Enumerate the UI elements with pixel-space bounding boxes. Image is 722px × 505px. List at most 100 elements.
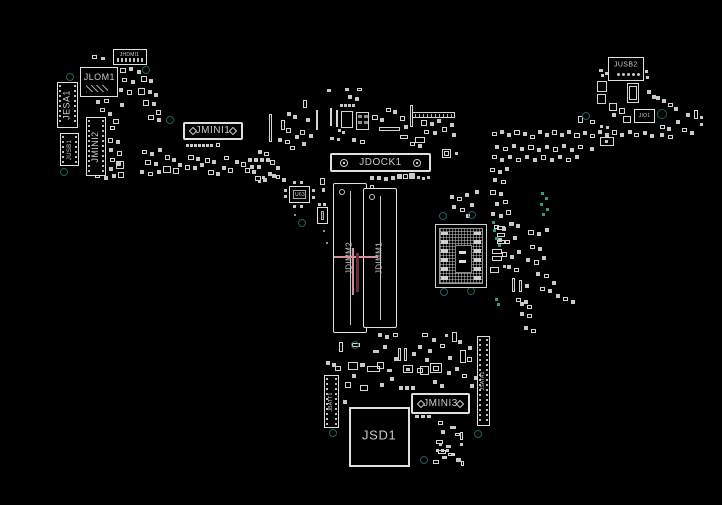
connector-jsd1[interactable]: JSD1 — [349, 407, 410, 467]
connector-jmini3[interactable]: JMINI3 — [411, 393, 470, 414]
connector-jmini2[interactable]: JMINI2 — [86, 117, 106, 176]
component-pad — [545, 133, 549, 137]
component-pad — [492, 249, 502, 254]
component-pad — [437, 119, 441, 123]
component-pad — [272, 174, 276, 178]
component-pad — [276, 166, 280, 170]
component-pad — [122, 78, 127, 82]
component-pad — [326, 361, 330, 365]
component-pad — [281, 120, 285, 130]
component-pad — [380, 118, 384, 122]
component-pad — [254, 158, 258, 162]
connector-jesa1[interactable]: JESA1 — [57, 82, 78, 128]
component-pad — [448, 356, 452, 360]
connector-u52[interactable]: U52 — [317, 207, 328, 224]
component-pad — [440, 344, 445, 348]
component-pad — [165, 155, 170, 160]
component-pad — [212, 160, 216, 164]
component-pad — [600, 125, 603, 128]
component-pad — [403, 365, 413, 373]
component-pad — [412, 352, 416, 356]
component-pad — [523, 132, 527, 136]
connector-jbatt1[interactable]: JBATT1 — [324, 375, 339, 428]
component-pad — [490, 267, 499, 273]
component-pad — [438, 421, 443, 425]
component-pad — [578, 145, 583, 149]
component-pad — [344, 104, 347, 107]
component-pad — [415, 114, 416, 117]
component-pad — [541, 155, 546, 160]
connector-jhdmi1[interactable]: JHDMI1 — [113, 49, 147, 65]
component-pad — [530, 135, 535, 139]
connector-jdock1[interactable]: JDOCK1 — [330, 153, 431, 172]
test-point — [495, 298, 498, 301]
component-pad — [293, 181, 296, 184]
component-pad — [400, 135, 408, 139]
component-pad — [507, 265, 511, 269]
component-pad — [360, 385, 368, 391]
component-pad — [276, 175, 280, 179]
component-pad — [306, 118, 310, 122]
component-pad — [452, 205, 456, 209]
connector-jmini1[interactable]: JMINI1 — [183, 122, 243, 140]
mounting-hole — [467, 287, 475, 295]
component-pad — [377, 176, 381, 180]
component-pad — [421, 120, 427, 126]
component-pad — [499, 192, 503, 196]
component-pad — [399, 386, 403, 390]
component-pad — [528, 145, 534, 150]
connector-cpu[interactable] — [435, 224, 487, 288]
connector-jdimm1[interactable]: JDIMM1 — [363, 188, 397, 328]
component-pad — [492, 132, 497, 136]
component-pad — [383, 345, 387, 349]
component-pad — [499, 214, 503, 218]
connector-jio1[interactable]: JIO1 — [634, 109, 655, 123]
jlom1-label: JLOM1 — [83, 72, 115, 82]
component-pad — [157, 170, 161, 174]
component-pad — [444, 151, 449, 156]
component-pad — [257, 165, 261, 169]
component-pad — [358, 121, 362, 124]
component-pad — [131, 80, 135, 84]
connector-jsata1[interactable]: JSATA1 — [477, 336, 490, 426]
connector-jdimm2[interactable]: JDIMM2 — [333, 183, 367, 333]
jmini3-label: JMINI3 — [423, 397, 458, 409]
component-pad — [495, 145, 499, 149]
connector-u63[interactable]: U63 — [289, 186, 310, 203]
component-pad — [100, 108, 105, 112]
connector-jlom1[interactable]: JLOM1 — [80, 67, 118, 97]
component-pad — [431, 114, 432, 117]
component-pad — [534, 260, 539, 265]
connector-jusb2[interactable]: JUSB2 — [608, 57, 644, 81]
connector-jusb1[interactable]: JUSB1 — [60, 133, 79, 166]
component-pad — [194, 144, 197, 147]
component-pad — [652, 95, 656, 99]
component-pad — [316, 110, 318, 130]
component-pad — [356, 112, 369, 130]
component-pad — [355, 97, 359, 101]
component-pad — [599, 69, 603, 72]
component-pad — [380, 383, 384, 387]
component-pad — [425, 358, 429, 362]
test-point — [497, 303, 500, 306]
component-pad — [148, 172, 153, 176]
component-pad — [294, 214, 296, 216]
component-pad — [104, 99, 109, 103]
component-pad — [548, 289, 552, 293]
component-pad — [445, 334, 448, 337]
component-pad — [293, 115, 297, 119]
component-pad — [101, 57, 105, 60]
mounting-hole — [329, 429, 337, 437]
component-pad — [352, 374, 356, 378]
component-pad — [690, 131, 694, 135]
component-pad — [158, 148, 162, 152]
component-pad — [284, 195, 287, 198]
component-pad — [262, 176, 265, 179]
component-pad — [348, 104, 351, 107]
component-pad — [327, 89, 331, 92]
component-pad — [650, 134, 654, 138]
component-pad — [119, 88, 123, 92]
component-pad — [341, 111, 353, 128]
component-pad — [332, 363, 336, 367]
